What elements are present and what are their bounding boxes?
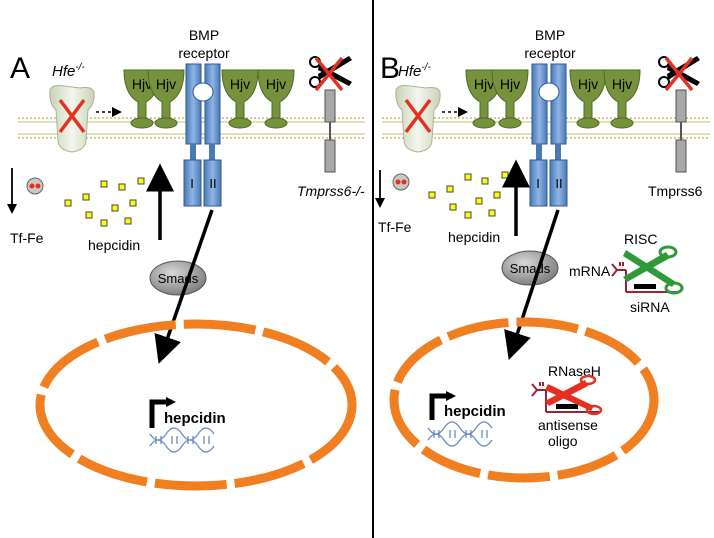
tmprss6-b <box>658 56 700 173</box>
smads-b <box>501 250 559 286</box>
scissors-icon <box>623 245 684 295</box>
sirna-label: siRNA <box>630 299 670 315</box>
dna-helix-icon <box>427 421 493 447</box>
nucleus-a <box>35 319 357 491</box>
transcription-arrow-b <box>429 391 456 420</box>
tmprss6-a <box>309 56 352 173</box>
signal-arrow-b <box>504 209 560 360</box>
hjv-label-a-4: Hjv <box>266 76 286 92</box>
hjv-label-b-1: Hjv <box>474 76 494 92</box>
panel-b: B Hfe-/- Hjv Hjv <box>375 27 710 483</box>
bmp-label-b-1: BMP <box>535 27 565 43</box>
hjv-label-b-3: Hjv <box>578 76 598 92</box>
hfe-label-a: Hfe-/- <box>52 62 85 80</box>
bmp-label-a-1: BMP <box>189 27 219 43</box>
receptor-ii-label-b: II <box>555 176 562 191</box>
hjv-group-a: Hjv Hjv Hjv Hjv <box>123 69 295 129</box>
mrna-label: mRNA <box>569 263 611 279</box>
tf-fe-label-a: Tf-Fe <box>10 230 44 246</box>
cross-mark-icon <box>404 98 432 134</box>
tmprss6-label-a: Tmprss6-/- <box>297 183 365 199</box>
hfe-protein-b <box>395 85 441 153</box>
smads-label-a: Smads <box>158 271 199 286</box>
cross-mark-icon <box>664 56 694 92</box>
hjv-group-b: Hjv Hjv Hjv Hjv <box>465 69 641 129</box>
tmprss6-label-b: Tmprss6 <box>648 183 703 199</box>
cross-mark-icon <box>314 56 344 92</box>
hjv-label-b-2: Hjv <box>500 76 520 92</box>
gene-label-a: hepcidin <box>164 410 226 427</box>
tf-fe-icon-b <box>392 173 410 191</box>
hfe-label-b: Hfe-/- <box>398 62 431 80</box>
signal-arrow-a <box>154 209 214 364</box>
receptor-i-label-a: I <box>190 176 194 191</box>
hepcidin-dots-b <box>428 171 509 219</box>
hjv-label-a-1: Hjv <box>132 76 152 92</box>
gene-label-b: hepcidin <box>444 403 506 420</box>
hfe-protein-a <box>49 85 95 153</box>
panel-a: A Hfe-/- Hjv <box>7 27 365 491</box>
antisense-label-2: oligo <box>548 433 578 449</box>
bmp-receptor-a: I II <box>183 63 222 207</box>
hepcidin-label-b: hepcidin <box>448 229 500 245</box>
tf-fe-icon-a <box>26 177 44 195</box>
bmp-label-b-2: receptor <box>524 45 576 61</box>
receptor-ii-label-a: II <box>209 176 216 191</box>
hjv-label-a-3: Hjv <box>230 76 250 92</box>
antisense-bar <box>556 404 578 409</box>
antisense-label-1: antisense <box>538 417 598 433</box>
bmp-receptor-b: I II <box>529 63 568 207</box>
risc-label: RISC <box>624 231 657 247</box>
cross-mark-icon <box>58 98 86 134</box>
tf-fe-label-b: Tf-Fe <box>378 219 412 235</box>
panel-a-letter: A <box>10 52 30 85</box>
panel-b-letter: B <box>380 52 400 85</box>
hjv-label-a-2: Hjv <box>156 76 176 92</box>
bmp-label-a-2: receptor <box>178 45 230 61</box>
nucleus-b <box>389 317 659 483</box>
transcription-arrow-a <box>149 397 176 428</box>
scissors-icon <box>545 374 603 416</box>
hepcidin-dots-a <box>64 177 145 227</box>
smads-label-b: Smads <box>510 261 551 276</box>
receptor-i-label-b: I <box>536 176 540 191</box>
hepcidin-label-a: hepcidin <box>88 237 140 253</box>
dna-helix-icon <box>149 427 215 453</box>
hjv-label-b-4: Hjv <box>612 76 632 92</box>
sirna-bar <box>634 284 656 289</box>
